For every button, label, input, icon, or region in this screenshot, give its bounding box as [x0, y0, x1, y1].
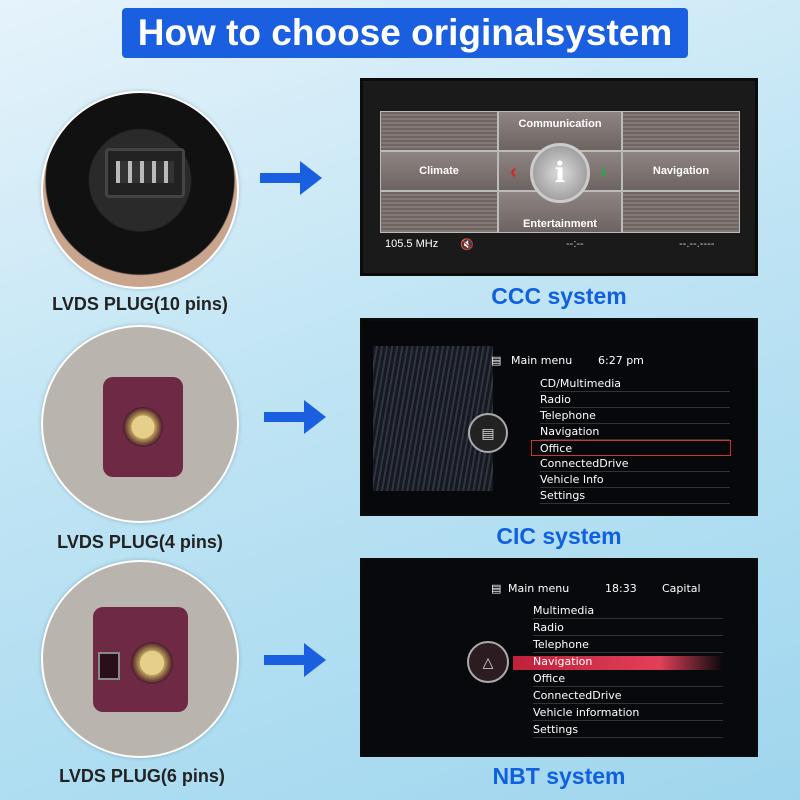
connector-10pin	[105, 148, 185, 198]
system-label-ccc: CCC system	[491, 283, 627, 309]
ccc-climate[interactable]: Climate	[380, 151, 498, 191]
nbt-menu-item[interactable]: Telephone	[533, 637, 723, 653]
cic-time: 6:27 pm	[598, 354, 644, 367]
menu-icon: ▤	[491, 354, 502, 367]
controller-icon: ▤	[468, 413, 508, 453]
controller-icon: △	[467, 641, 509, 683]
cic-menu-item[interactable]: Telephone	[540, 408, 730, 424]
system-label-nbt: NBT system	[492, 763, 626, 789]
nbt-menu-item[interactable]: Vehicle information	[533, 705, 723, 721]
nbt-time: 18:33	[605, 582, 637, 595]
cic-menu-item[interactable]: Settings	[540, 488, 730, 504]
arrow-right-icon	[260, 161, 322, 195]
ccc-time: --:--	[566, 238, 584, 250]
nbt-selection-bar	[513, 656, 723, 670]
info-icon[interactable]: i	[530, 143, 590, 203]
ccc-navigation[interactable]: Navigation	[622, 151, 740, 191]
chevron-right-icon: ›	[600, 161, 607, 183]
menu-icon: ▤	[491, 582, 502, 595]
nbt-screen: △ ▤ Main menu 18:33 Capital Multimedia R…	[360, 558, 758, 757]
nbt-menu-item[interactable]: ConnectedDrive	[533, 688, 723, 704]
plug-label-4pin: LVDS PLUG(4 pins)	[57, 532, 223, 552]
cic-menu-item[interactable]: Radio	[540, 392, 730, 408]
lvds-4pin-photo	[41, 325, 239, 523]
ccc-screen: Communication Climate Navigation Enterta…	[360, 78, 758, 276]
chevron-left-icon: ‹	[510, 161, 517, 183]
nbt-station: Capital	[662, 582, 701, 595]
nbt-menu-item[interactable]: Radio	[533, 620, 723, 636]
connector-6pin	[93, 607, 188, 712]
page-title: How to choose originalsystem	[122, 8, 688, 58]
cic-screen: ▤ ▤ Main menu 6:27 pm CD/Multimedia Radi…	[360, 318, 758, 516]
ccc-frequency: 105.5 MHz	[385, 238, 439, 250]
nbt-header: Main menu	[508, 582, 570, 595]
arrow-right-icon	[264, 400, 326, 434]
cic-menu-item[interactable]: ConnectedDrive	[540, 456, 730, 472]
plug-label-10pin: LVDS PLUG(10 pins)	[52, 294, 228, 314]
arrow-right-icon	[264, 643, 326, 677]
cic-menu-item[interactable]: CD/Multimedia	[540, 376, 730, 392]
system-label-cic: CIC system	[496, 523, 622, 549]
cic-menu-item[interactable]: Navigation	[540, 424, 730, 440]
lvds-10pin-photo	[41, 91, 239, 289]
nbt-menu-item-selected[interactable]: Navigation	[533, 655, 593, 668]
ccc-date: --.--.----	[679, 238, 715, 250]
connector-4pin	[103, 377, 183, 477]
lvds-6pin-photo	[41, 560, 239, 758]
plug-label-6pin: LVDS PLUG(6 pins)	[59, 766, 225, 786]
ccc-entertainment[interactable]: Entertainment	[498, 191, 622, 233]
cic-menu-item[interactable]: Vehicle Info	[540, 472, 730, 488]
nbt-menu-item[interactable]: Settings	[533, 722, 723, 738]
cic-menu-item-selected[interactable]: Office	[531, 440, 731, 456]
mute-icon: 🔇	[460, 239, 474, 251]
nbt-menu-item[interactable]: Multimedia	[533, 603, 723, 619]
nbt-menu-item[interactable]: Office	[533, 671, 723, 687]
cic-header: Main menu	[511, 354, 573, 367]
